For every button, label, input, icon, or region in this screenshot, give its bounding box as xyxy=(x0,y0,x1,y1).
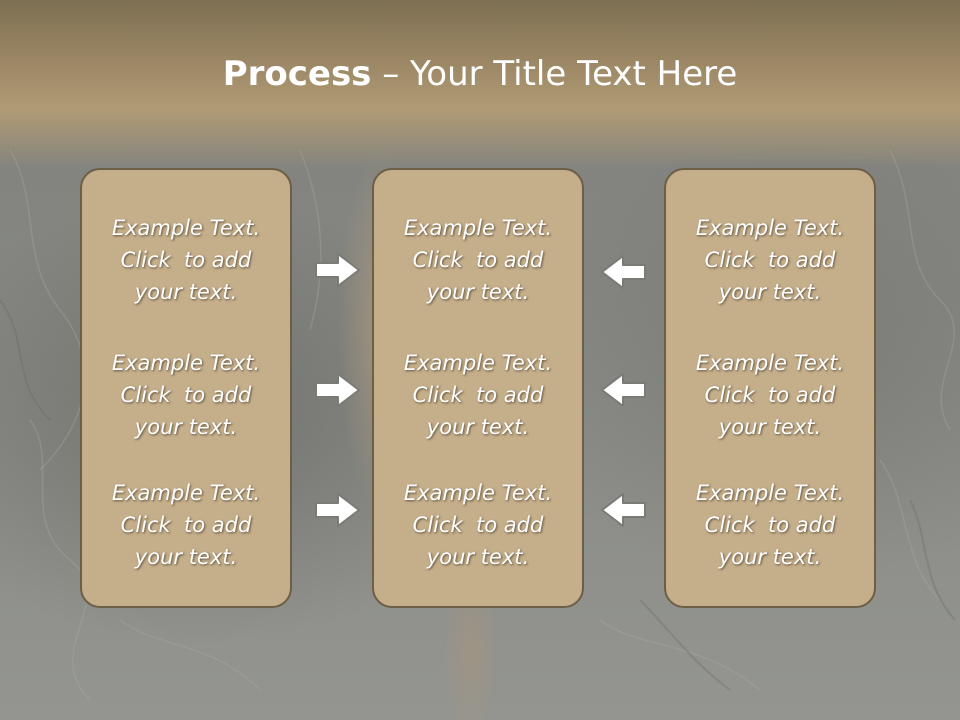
text-line: Example Text. xyxy=(695,216,845,240)
text-line: Click to add xyxy=(412,248,544,272)
text-placeholder[interactable]: Example Text. Click to add your text. xyxy=(374,347,582,443)
text-placeholder[interactable]: Example Text. Click to add your text. xyxy=(374,212,582,308)
arrow-right-icon xyxy=(315,253,360,287)
process-column-left: Example Text. Click to add your text. Ex… xyxy=(80,168,292,608)
arrow-left-icon xyxy=(601,373,646,407)
text-line: your text. xyxy=(718,280,822,304)
text-line: Click to add xyxy=(704,248,836,272)
text-line: Click to add xyxy=(412,513,544,537)
title-bold-word: Process xyxy=(222,54,372,94)
arrow-left-icon xyxy=(601,493,646,527)
title-band xyxy=(0,0,960,168)
text-placeholder[interactable]: Example Text. Click to add your text. xyxy=(82,212,290,308)
process-column-right: Example Text. Click to add your text. Ex… xyxy=(664,168,876,608)
text-placeholder[interactable]: Example Text. Click to add your text. xyxy=(374,477,582,573)
text-line: Example Text. xyxy=(403,351,553,375)
arrow-right-icon xyxy=(315,493,360,527)
text-line: your text. xyxy=(426,280,530,304)
text-line: Example Text. xyxy=(695,481,845,505)
arrow-right-icon xyxy=(315,373,360,407)
text-line: Click to add xyxy=(120,513,252,537)
text-line: Example Text. xyxy=(403,481,553,505)
text-line: Example Text. xyxy=(403,216,553,240)
text-placeholder[interactable]: Example Text. Click to add your text. xyxy=(666,347,874,443)
text-line: your text. xyxy=(134,280,238,304)
text-line: Click to add xyxy=(704,383,836,407)
text-line: your text. xyxy=(718,545,822,569)
text-placeholder[interactable]: Example Text. Click to add your text. xyxy=(666,477,874,573)
text-line: Example Text. xyxy=(111,481,261,505)
text-line: Example Text. xyxy=(111,216,261,240)
arrow-left-icon xyxy=(601,255,646,289)
text-line: Click to add xyxy=(412,383,544,407)
text-line: Click to add xyxy=(120,383,252,407)
text-line: your text. xyxy=(718,415,822,439)
text-line: your text. xyxy=(134,415,238,439)
text-placeholder[interactable]: Example Text. Click to add your text. xyxy=(666,212,874,308)
text-placeholder[interactable]: Example Text. Click to add your text. xyxy=(82,477,290,573)
process-column-middle: Example Text. Click to add your text. Ex… xyxy=(372,168,584,608)
text-line: your text. xyxy=(134,545,238,569)
text-placeholder[interactable]: Example Text. Click to add your text. xyxy=(82,347,290,443)
text-line: Click to add xyxy=(704,513,836,537)
text-line: your text. xyxy=(426,545,530,569)
slide-title[interactable]: Process – Your Title Text Here xyxy=(0,54,960,94)
text-line: Example Text. xyxy=(111,351,261,375)
text-line: your text. xyxy=(426,415,530,439)
text-line: Click to add xyxy=(120,248,252,272)
title-text: – Your Title Text Here xyxy=(371,54,738,94)
text-line: Example Text. xyxy=(695,351,845,375)
